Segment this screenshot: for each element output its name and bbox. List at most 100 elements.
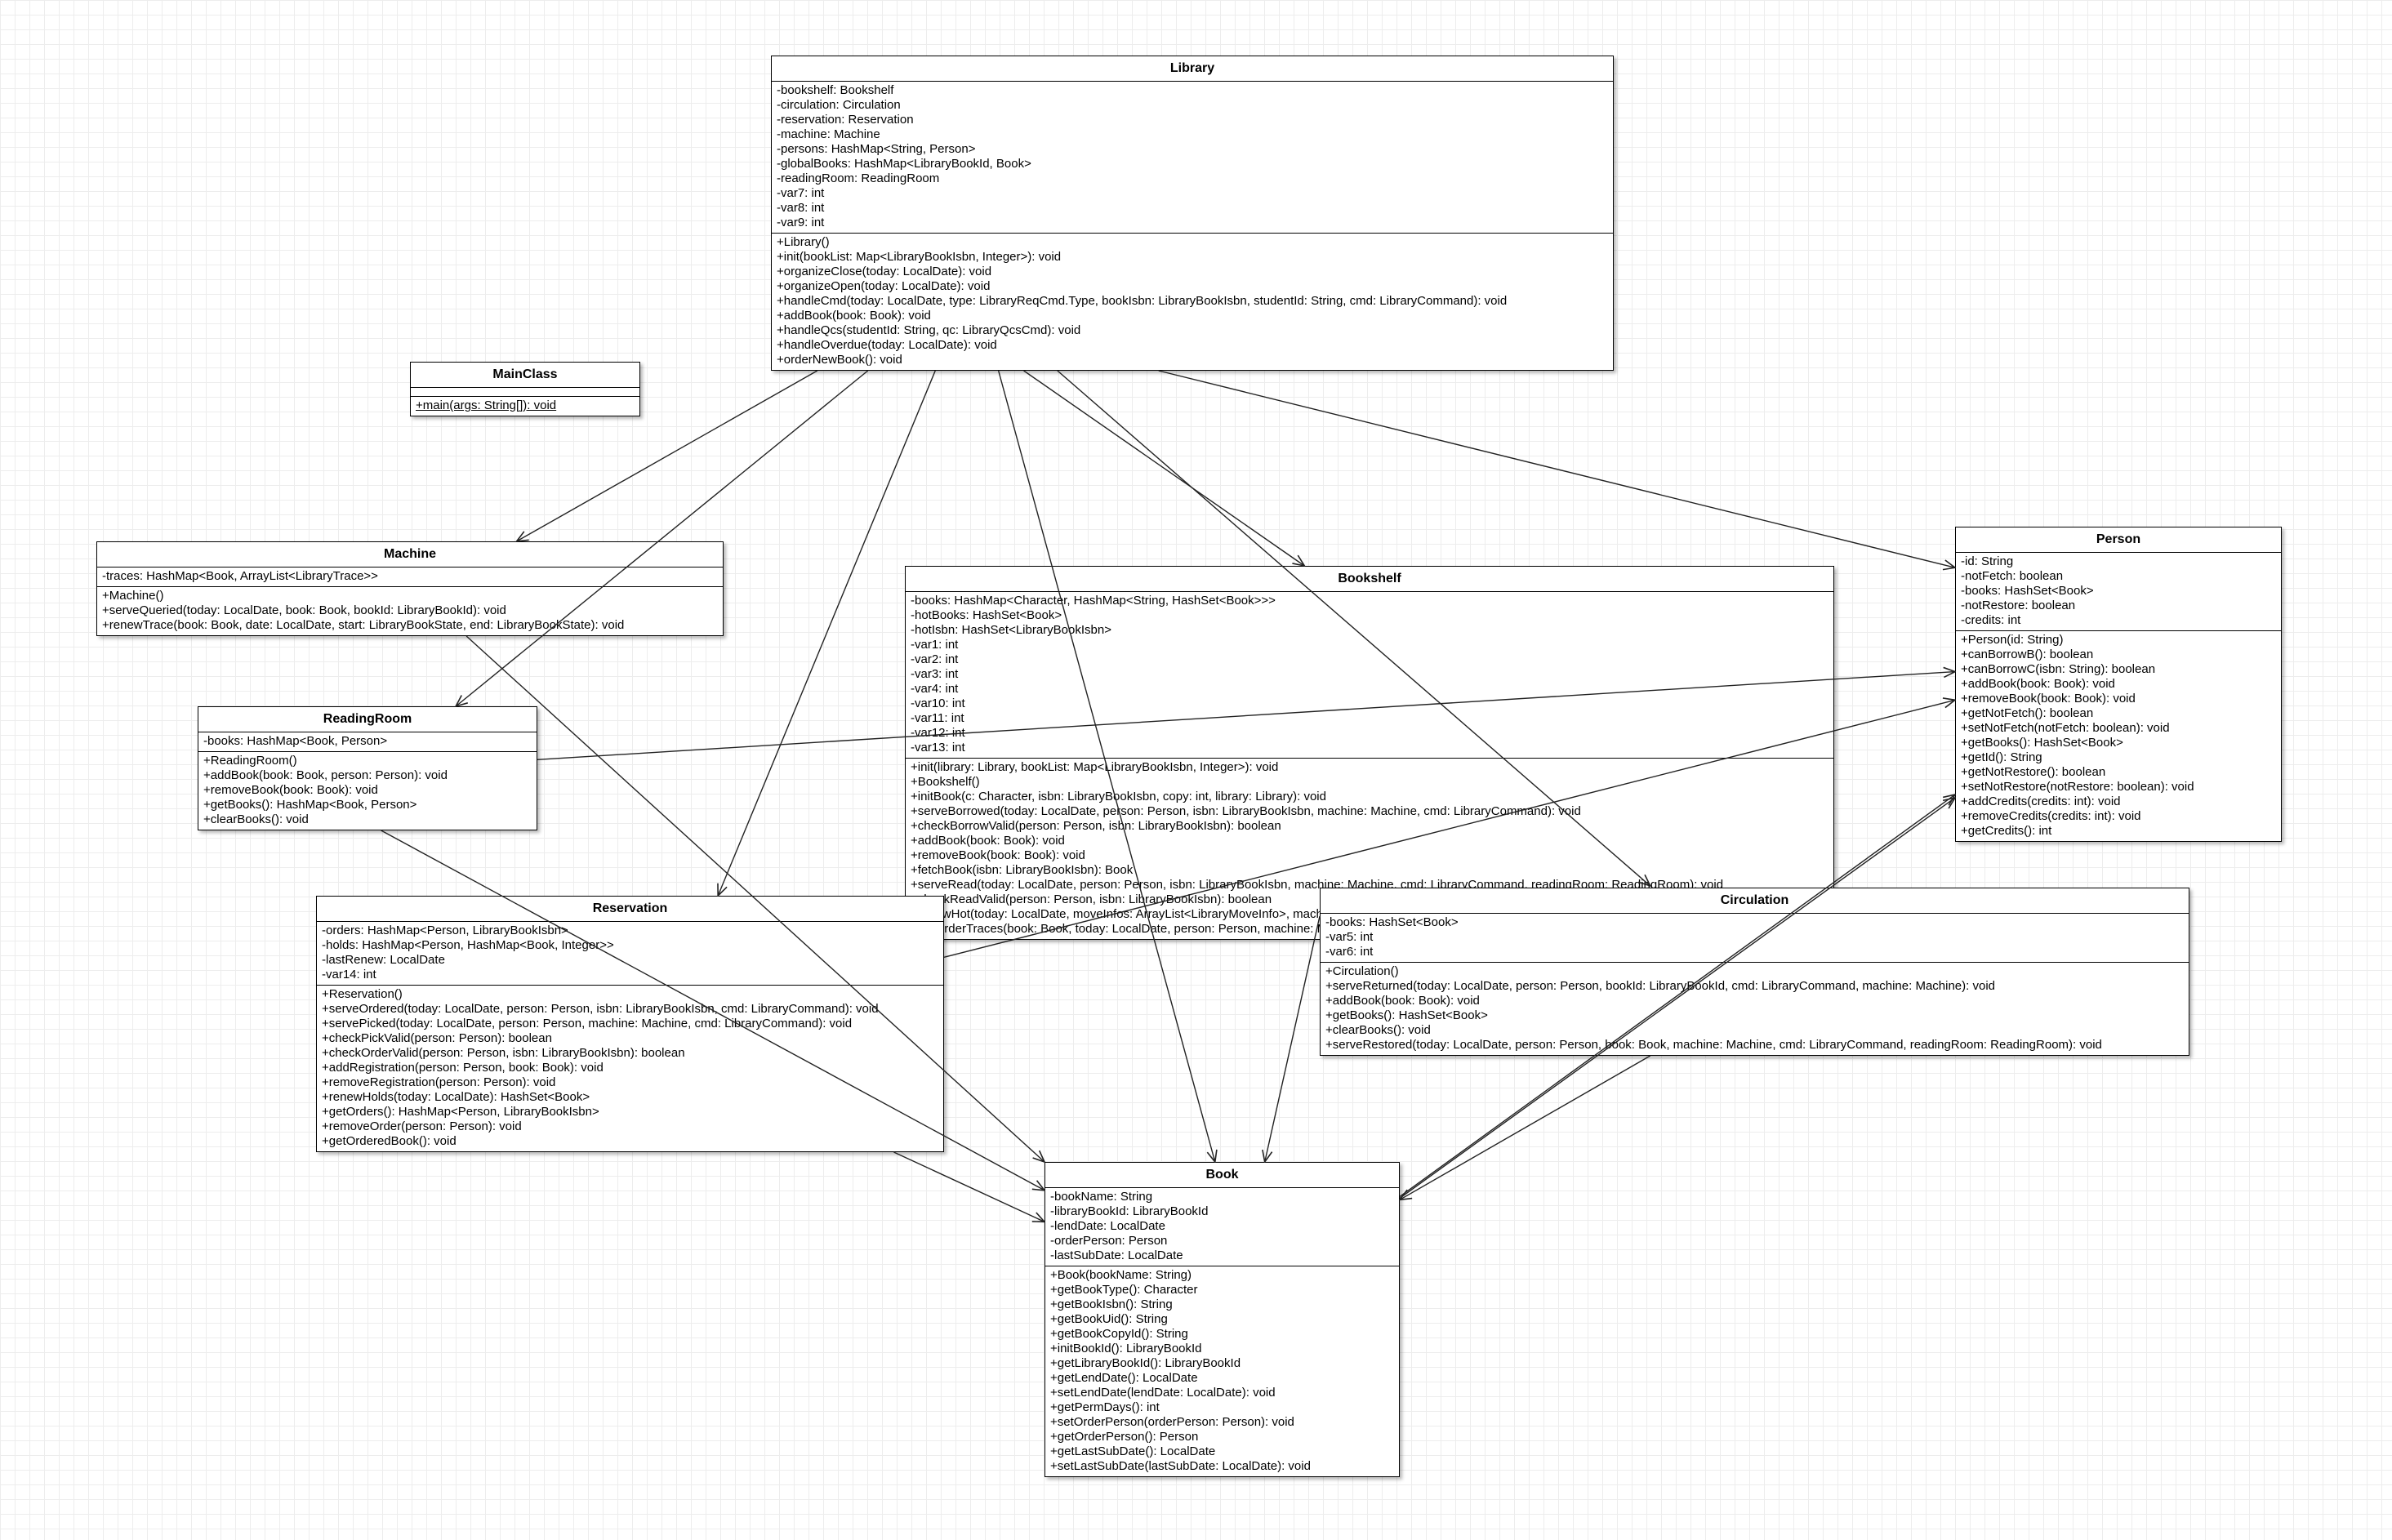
attribute-item: -var4: int xyxy=(911,682,959,696)
methods-section: +Circulation()+serveReturned(today: Loca… xyxy=(1321,962,2189,1055)
method-item: +getPermDays(): int xyxy=(1050,1400,1160,1414)
association-arrow-library-to-readingroom xyxy=(456,370,869,706)
attributes-section xyxy=(411,388,639,396)
method-item: +removeCredits(credits: int): void xyxy=(1961,809,2141,823)
class-name: Reservation xyxy=(317,897,943,922)
method-item: +Circulation() xyxy=(1325,964,1399,978)
attribute-item: -var9: int xyxy=(777,216,825,229)
method-item: +getBookUid(): String xyxy=(1050,1312,1168,1326)
methods-section: +Library()+init(bookList: Map<LibraryBoo… xyxy=(772,233,1613,370)
attributes-section: -books: HashSet<Book>-var5: int-var6: in… xyxy=(1321,914,2189,962)
method-item: +serveBorrowed(today: LocalDate, person:… xyxy=(911,804,1581,818)
methods-section: +Reservation()+serveOrdered(today: Local… xyxy=(317,985,943,1151)
method-item: +organizeClose(today: LocalDate): void xyxy=(777,265,992,278)
method-item: +clearBooks(): void xyxy=(203,812,309,826)
attributes-section: -books: HashMap<Book, Person> xyxy=(198,732,537,751)
attribute-item: -readingRoom: ReadingRoom xyxy=(777,171,940,185)
method-item: +addRegistration(person: Person, book: B… xyxy=(322,1061,604,1075)
method-item: +main(args: String[]): void xyxy=(416,398,557,412)
attribute-item: -var6: int xyxy=(1325,945,1374,959)
class-library[interactable]: Library -bookshelf: Bookshelf-circulatio… xyxy=(771,56,1614,371)
attribute-item: -notFetch: boolean xyxy=(1961,569,2064,583)
method-item: +handleQcs(studentId: String, qc: Librar… xyxy=(777,323,1081,337)
attribute-item: -hotBooks: HashSet<Book> xyxy=(911,608,1062,622)
attribute-item: -reservation: Reservation xyxy=(777,113,914,127)
attribute-item: -var5: int xyxy=(1325,930,1374,944)
attribute-item: -var2: int xyxy=(911,652,959,666)
method-item: +getId(): String xyxy=(1961,750,2042,764)
attribute-item: -persons: HashMap<String, Person> xyxy=(777,142,976,156)
method-item: +setNotFetch(notFetch: boolean): void xyxy=(1961,721,2170,735)
attribute-item: -orders: HashMap<Person, LibraryBookIsbn… xyxy=(322,924,568,937)
attribute-item: -circulation: Circulation xyxy=(777,98,901,112)
method-item: +setLendDate(lendDate: LocalDate): void xyxy=(1050,1386,1276,1400)
method-item: +getBookIsbn(): String xyxy=(1050,1297,1173,1311)
class-book[interactable]: Book -bookName: String-libraryBookId: Li… xyxy=(1045,1162,1400,1477)
method-item: +serveRestored(today: LocalDate, person:… xyxy=(1325,1038,2102,1052)
method-item: +Book(bookName: String) xyxy=(1050,1268,1192,1282)
attributes-section: -books: HashMap<Character, HashMap<Strin… xyxy=(906,592,1833,758)
methods-section: +main(args: String[]): void xyxy=(411,396,639,416)
method-item: +initBook(c: Character, isbn: LibraryBoo… xyxy=(911,790,1326,803)
association-arrow-reservation-to-book xyxy=(893,1151,1045,1222)
method-item: +orderNewBook(): void xyxy=(777,353,902,367)
class-name: Machine xyxy=(97,542,723,567)
method-item: +addBook(book: Book): void xyxy=(1961,677,2115,691)
method-item: +getOrders(): HashMap<Person, LibraryBoo… xyxy=(322,1105,599,1119)
method-item: +getBooks(): HashSet<Book> xyxy=(1961,736,2123,750)
method-item: +removeOrder(person: Person): void xyxy=(322,1119,522,1133)
association-arrow-circulation-to-book xyxy=(1400,1055,1651,1200)
method-item: +addBook(book: Book): void xyxy=(777,309,931,323)
methods-section: +Person(id: String)+canBorrowB(): boolea… xyxy=(1956,630,2281,841)
class-readingroom[interactable]: ReadingRoom -books: HashMap<Book, Person… xyxy=(198,706,537,830)
class-reservation[interactable]: Reservation -orders: HashMap<Person, Lib… xyxy=(316,896,944,1152)
method-item: +renewTrace(book: Book, date: LocalDate,… xyxy=(102,618,625,632)
attribute-item: -lendDate: LocalDate xyxy=(1050,1219,1165,1233)
attributes-section: -id: String-notFetch: boolean-books: Has… xyxy=(1956,553,2281,630)
attribute-item: -var1: int xyxy=(911,638,959,652)
method-item: +addBook(book: Book, person: Person): vo… xyxy=(203,768,448,782)
method-item: +clearBooks(): void xyxy=(1325,1023,1431,1037)
method-item: +removeBook(book: Book): void xyxy=(911,848,1085,862)
method-item: +serveReturned(today: LocalDate, person:… xyxy=(1325,979,1995,993)
method-item: +removeRegistration(person: Person): voi… xyxy=(322,1075,556,1089)
method-item: +removeBook(book: Book): void xyxy=(1961,692,2136,705)
method-item: +removeBook(book: Book): void xyxy=(203,783,378,797)
attribute-item: -var10: int xyxy=(911,697,965,710)
class-name: MainClass xyxy=(411,363,639,388)
class-mainclass[interactable]: MainClass +main(args: String[]): void xyxy=(410,362,640,416)
association-arrow-library-to-reservation xyxy=(718,370,936,896)
method-item: +getNotFetch(): boolean xyxy=(1961,706,2094,720)
attribute-item: -notRestore: boolean xyxy=(1961,599,2076,612)
methods-section: +ReadingRoom()+addBook(book: Book, perso… xyxy=(198,751,537,830)
method-item: +setOrderPerson(orderPerson: Person): vo… xyxy=(1050,1415,1294,1429)
method-item: +renewHolds(today: LocalDate): HashSet<B… xyxy=(322,1090,590,1104)
method-item: +Library() xyxy=(777,235,830,249)
class-bookshelf[interactable]: Bookshelf -books: HashMap<Character, Has… xyxy=(905,566,1834,940)
method-item: +checkPickValid(person: Person): boolean xyxy=(322,1031,552,1045)
method-item: +getNotRestore(): boolean xyxy=(1961,765,2106,779)
method-item: +setLastSubDate(lastSubDate: LocalDate):… xyxy=(1050,1459,1311,1473)
class-circulation[interactable]: Circulation -books: HashSet<Book>-var5: … xyxy=(1320,888,2189,1056)
attribute-item: -var12: int xyxy=(911,726,965,740)
method-item: +addBook(book: Book): void xyxy=(911,834,1065,848)
attribute-item: -holds: HashMap<Person, HashMap<Book, In… xyxy=(322,938,614,952)
method-item: +Machine() xyxy=(102,589,164,603)
attribute-item: -books: HashSet<Book> xyxy=(1325,915,1459,929)
attribute-item: -globalBooks: HashMap<LibraryBookId, Boo… xyxy=(777,157,1031,171)
class-machine[interactable]: Machine -traces: HashMap<Book, ArrayList… xyxy=(96,541,724,636)
attributes-section: -traces: HashMap<Book, ArrayList<Library… xyxy=(97,567,723,586)
method-item: +checkOrderValid(person: Person, isbn: L… xyxy=(322,1046,685,1060)
class-name: Person xyxy=(1956,527,2281,553)
attribute-item: -books: HashMap<Book, Person> xyxy=(203,734,388,748)
method-item: +checkBorrowValid(person: Person, isbn: … xyxy=(911,819,1281,833)
method-item: +ReadingRoom() xyxy=(203,754,297,768)
method-item: +getOrderPerson(): Person xyxy=(1050,1430,1199,1444)
method-item: +getBooks(): HashMap<Book, Person> xyxy=(203,798,417,812)
method-item: +handleCmd(today: LocalDate, type: Libra… xyxy=(777,294,1508,308)
attribute-item: -books: HashMap<Character, HashMap<Strin… xyxy=(911,594,1276,608)
attribute-item: -var3: int xyxy=(911,667,959,681)
methods-section: +Book(bookName: String)+getBookType(): C… xyxy=(1045,1266,1399,1476)
method-item: +initBookId(): LibraryBookId xyxy=(1050,1342,1202,1355)
class-person[interactable]: Person -id: String-notFetch: boolean-boo… xyxy=(1955,527,2282,842)
